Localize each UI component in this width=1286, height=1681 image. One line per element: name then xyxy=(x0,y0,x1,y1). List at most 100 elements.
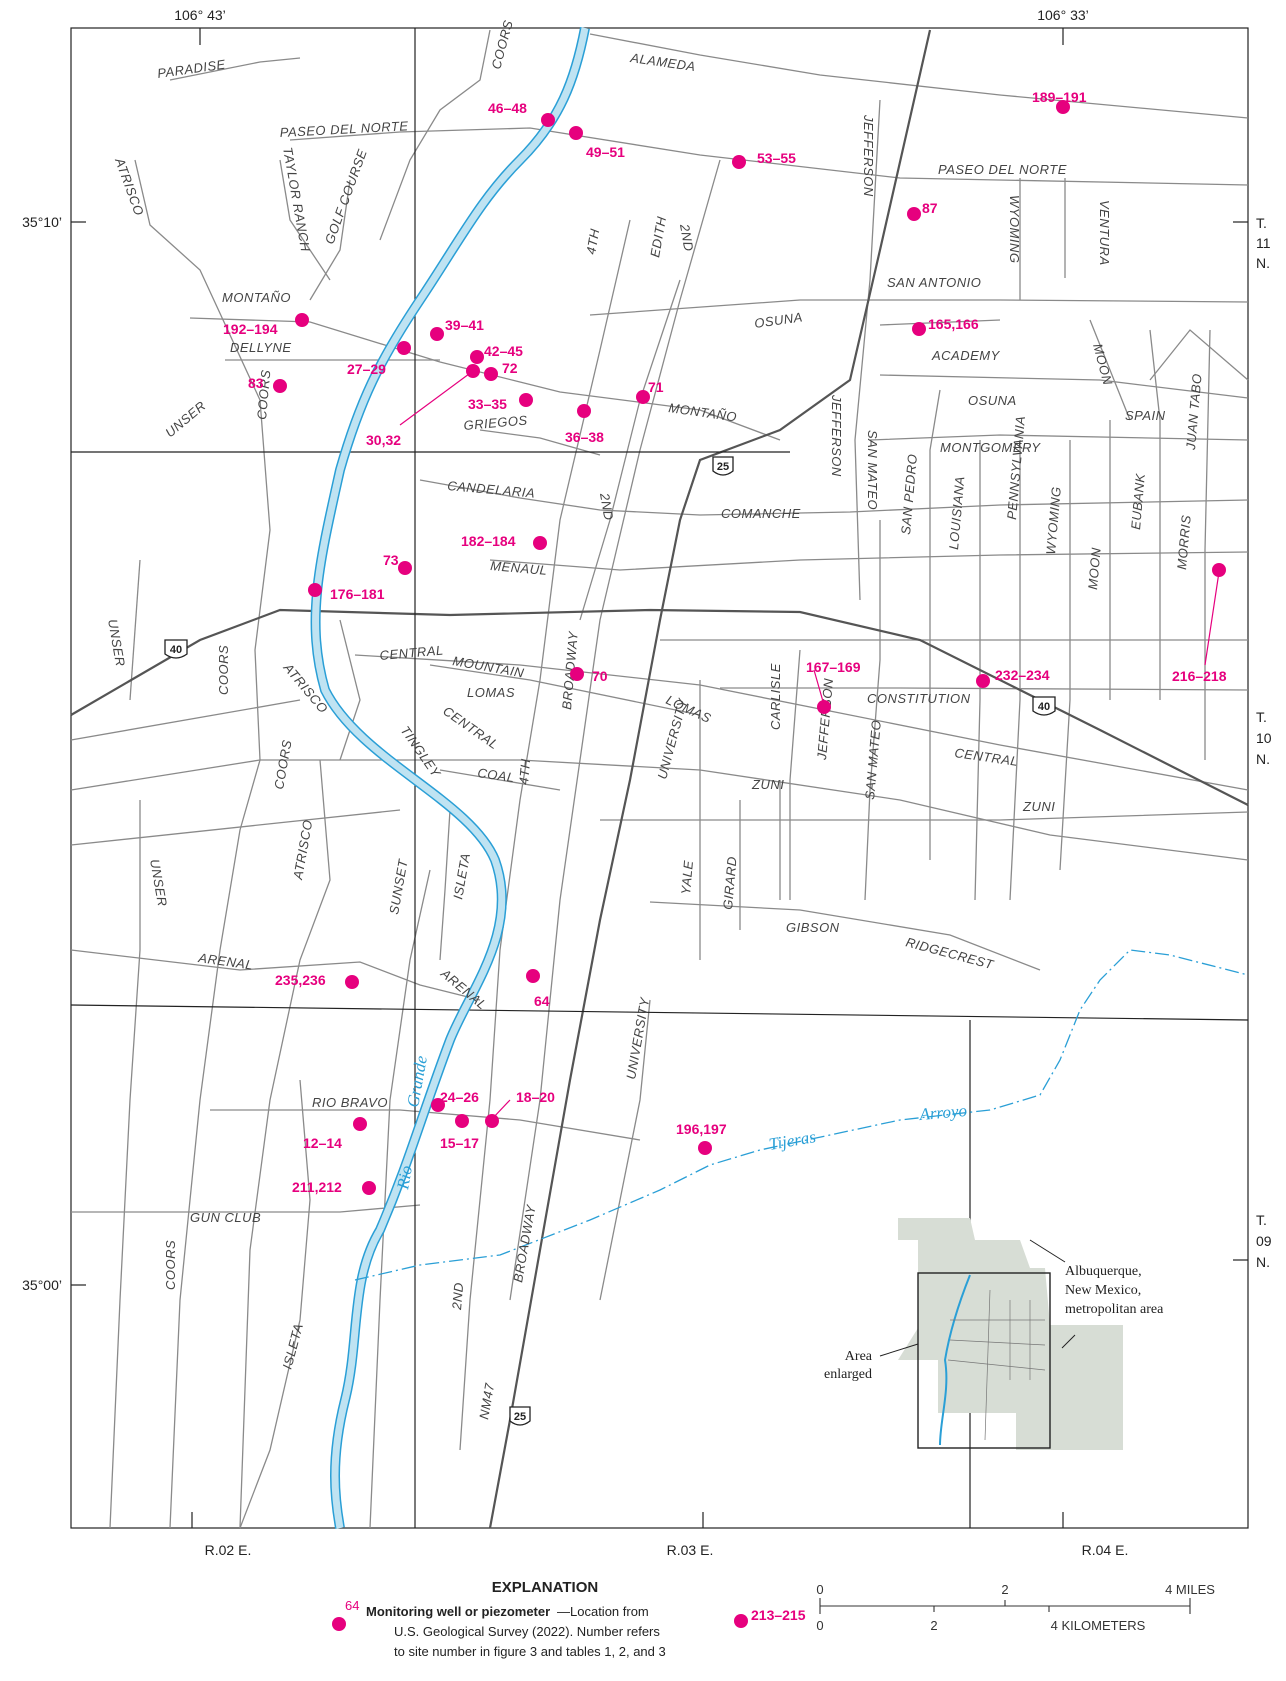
street-label: MONTAÑO xyxy=(222,290,291,305)
township-number: 11 xyxy=(1256,235,1271,251)
township-t: T. xyxy=(1256,215,1267,231)
township-t: T. xyxy=(1256,709,1267,725)
legend-sample-label: 64 xyxy=(345,1598,359,1613)
street-label: EDITH xyxy=(647,215,669,259)
well-marker xyxy=(398,561,412,575)
street-label: MENAUL xyxy=(490,558,548,578)
street-label: JUAN TABO xyxy=(1183,373,1205,452)
longitude-label-right: 106° 33’ xyxy=(1037,7,1089,23)
arroyo-name-arroyo: Arroyo xyxy=(918,1101,968,1124)
well-label: 165,166 xyxy=(928,316,979,332)
range-label-r02e: R.02 E. xyxy=(205,1542,252,1558)
street-label: BROADWAY xyxy=(559,630,581,710)
latitude-label-top: 35°10’ xyxy=(22,214,62,230)
road-network xyxy=(70,29,1249,1529)
street-label: 4TH xyxy=(583,227,602,255)
street-label: SAN MATEO xyxy=(865,430,880,510)
well-marker xyxy=(362,1181,376,1195)
area-enlarged-label1: Area xyxy=(845,1349,873,1364)
interstate-25 xyxy=(488,29,932,1529)
well-label: 46–48 xyxy=(488,100,527,116)
well-marker xyxy=(519,393,533,407)
street-label: 2ND xyxy=(597,491,617,522)
street-label: CARLISLE xyxy=(768,663,783,730)
latitude-label-bottom: 35°00’ xyxy=(22,1277,62,1293)
well-label: 39–41 xyxy=(445,317,484,333)
street-label: OSUNA xyxy=(968,393,1017,408)
well-marker xyxy=(1056,100,1070,114)
well-label: 213–215 xyxy=(751,1607,806,1623)
street-label: OSUNA xyxy=(753,309,803,331)
street-label: COORS xyxy=(254,369,273,420)
street-label: LOMAS xyxy=(467,685,515,700)
well-marker xyxy=(541,113,555,127)
well-label: 27–29 xyxy=(347,361,386,377)
street-label: COMANCHE xyxy=(721,506,801,521)
well-label: 211,212 xyxy=(292,1179,342,1195)
street-label: PASEO DEL NORTE xyxy=(938,162,1067,177)
well-marker xyxy=(345,975,359,989)
street-label: SAN ANTONIO xyxy=(887,275,981,290)
area-enlarged-box xyxy=(917,1272,1051,1449)
well-marker xyxy=(976,674,990,688)
well-label: 71 xyxy=(648,379,664,395)
well-label: 83 xyxy=(248,375,264,391)
well-marker xyxy=(484,367,498,381)
well-label: 12–14 xyxy=(303,1135,342,1151)
street-label: ZUNI xyxy=(751,777,784,792)
well-label: 70 xyxy=(592,668,608,684)
well-label: 192–194 xyxy=(223,321,278,337)
explanation-legend: EXPLANATION 64 Monitoring well or piezom… xyxy=(332,1579,666,1659)
range-label-r03e: R.03 E. xyxy=(667,1542,714,1558)
street-label: CONSTITUTION xyxy=(867,691,971,706)
well-label: 87 xyxy=(922,200,938,216)
well-marker xyxy=(466,364,480,378)
well-label: 182–184 xyxy=(461,533,516,549)
township-direction: N. xyxy=(1256,1254,1270,1270)
township-direction: N. xyxy=(1256,751,1270,767)
inset-label-line1: Albuquerque, xyxy=(1065,1264,1142,1279)
scale-miles-0: 0 xyxy=(816,1582,823,1597)
street-label: RIO BRAVO xyxy=(312,1095,388,1110)
well-label: 189–191 xyxy=(1032,89,1087,105)
street-label: WYOMING xyxy=(1043,486,1064,556)
well-marker xyxy=(431,1098,445,1112)
inset-river xyxy=(939,1274,971,1446)
legend-line3: to site number in figure 3 and tables 1,… xyxy=(394,1644,666,1659)
scale-km-4: 4 KILOMETERS xyxy=(1051,1618,1146,1633)
well-marker xyxy=(734,1614,748,1628)
river-name-rio: Rio xyxy=(393,1164,416,1192)
street-label: GIBSON xyxy=(786,920,840,935)
well-marker xyxy=(533,536,547,550)
well-label: 24–26 xyxy=(440,1089,479,1105)
township-label-t10n: T. 10 N. xyxy=(1256,709,1272,767)
highway-label: 25 xyxy=(717,461,729,473)
inset-label-line3: metropolitan area xyxy=(1065,1302,1164,1317)
highway-label: 40 xyxy=(1038,701,1050,713)
well-marker xyxy=(353,1117,367,1131)
well-marker xyxy=(912,322,926,336)
well-label: 196,197 xyxy=(676,1121,727,1137)
well-label: 232–234 xyxy=(995,667,1050,683)
well-label: 42–45 xyxy=(484,343,523,359)
well-marker xyxy=(577,404,591,418)
well-marker xyxy=(430,327,444,341)
highway-shield-i25-north: 25 xyxy=(712,456,734,476)
street-label: LOUISIANA xyxy=(946,475,967,550)
highway-shield-i25-south: 25 xyxy=(509,1406,531,1426)
street-label: ZUNI xyxy=(1022,799,1055,814)
township-label-t11n: T. 11 N. xyxy=(1256,215,1271,271)
scale-miles-4: 4 MILES xyxy=(1165,1582,1215,1597)
well-marker xyxy=(397,341,411,355)
legend-line2: U.S. Geological Survey (2022). Number re… xyxy=(394,1624,660,1639)
scale-miles-2: 2 xyxy=(1001,1582,1008,1597)
well-label: 49–51 xyxy=(586,144,625,160)
street-label: JEFFERSON xyxy=(861,114,876,197)
township-number: 09 xyxy=(1256,1233,1272,1249)
street-label: COAL xyxy=(477,765,516,785)
street-label: GRIEGOS xyxy=(463,412,528,433)
well-label: 235,236 xyxy=(275,972,326,988)
well-marker xyxy=(470,350,484,364)
area-enlarged-label2: enlarged xyxy=(824,1367,872,1382)
